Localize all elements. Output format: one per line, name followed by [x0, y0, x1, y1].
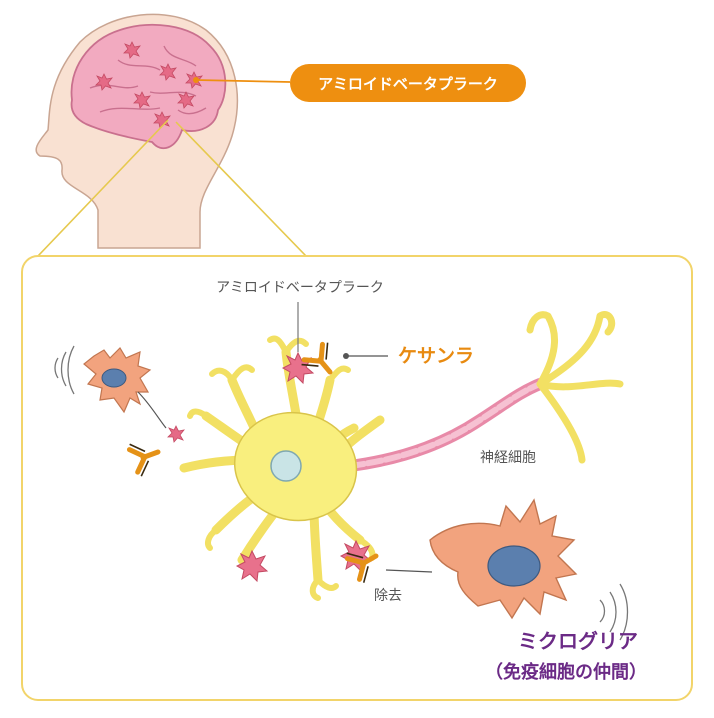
brain-icon — [70, 23, 227, 150]
microglia-sub-label: （免疫細胞の仲間） — [485, 661, 647, 683]
motion-lines-left — [54, 345, 75, 395]
drug-leader-dot — [343, 353, 349, 359]
motion-lines-right — [599, 583, 629, 641]
neuron-label: 神経細胞 — [480, 450, 536, 466]
panel-plaque-label: アミロイドベータプラーク — [216, 280, 384, 296]
neuron-icon — [179, 335, 385, 601]
microglia-label: ミクログリア — [518, 629, 638, 653]
zoom-line-left — [37, 119, 169, 257]
top-plaque-pill — [290, 64, 526, 102]
removal-leader — [385, 569, 433, 573]
axon — [344, 311, 624, 472]
microglia-icon — [83, 347, 167, 429]
zoom-line-right — [175, 121, 307, 257]
top-plaque-label: アミロイドベータプラーク — [318, 75, 498, 93]
removal-label: 除去 — [374, 588, 402, 604]
top-label-leader — [195, 79, 291, 83]
top-label-leader-dot — [193, 77, 199, 83]
drug-label: ケサンラ — [398, 345, 474, 367]
microglia-icon — [429, 498, 578, 620]
